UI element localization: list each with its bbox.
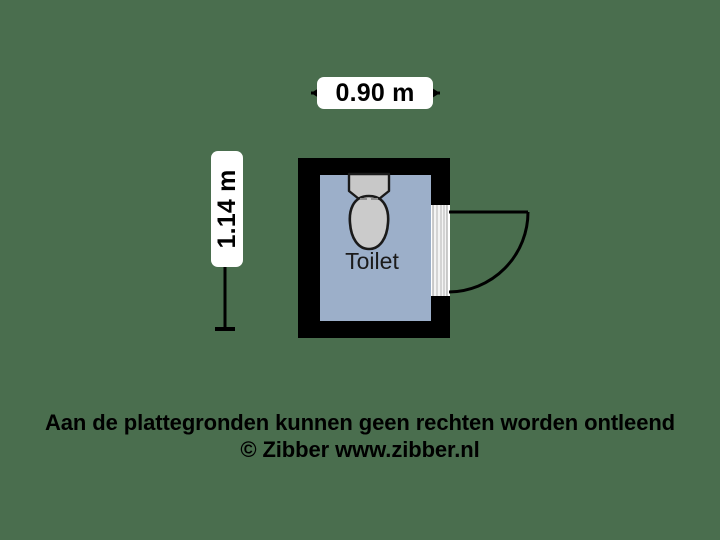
footer-disclaimer: Aan de plattegronden kunnen geen rechten… xyxy=(0,409,720,464)
door-swing-arc xyxy=(448,210,530,294)
disclaimer-text: Aan de plattegronden kunnen geen rechten… xyxy=(44,410,676,435)
dimension-label-width: 0.90 m xyxy=(317,77,433,109)
door-opening xyxy=(431,200,450,301)
dimension-label-height: 1.14 m xyxy=(211,151,243,267)
copyright-text: © Zibber www.zibber.nl xyxy=(240,437,480,462)
room-label-toilet: Toilet xyxy=(345,248,399,274)
toilet-fixture xyxy=(347,172,391,251)
